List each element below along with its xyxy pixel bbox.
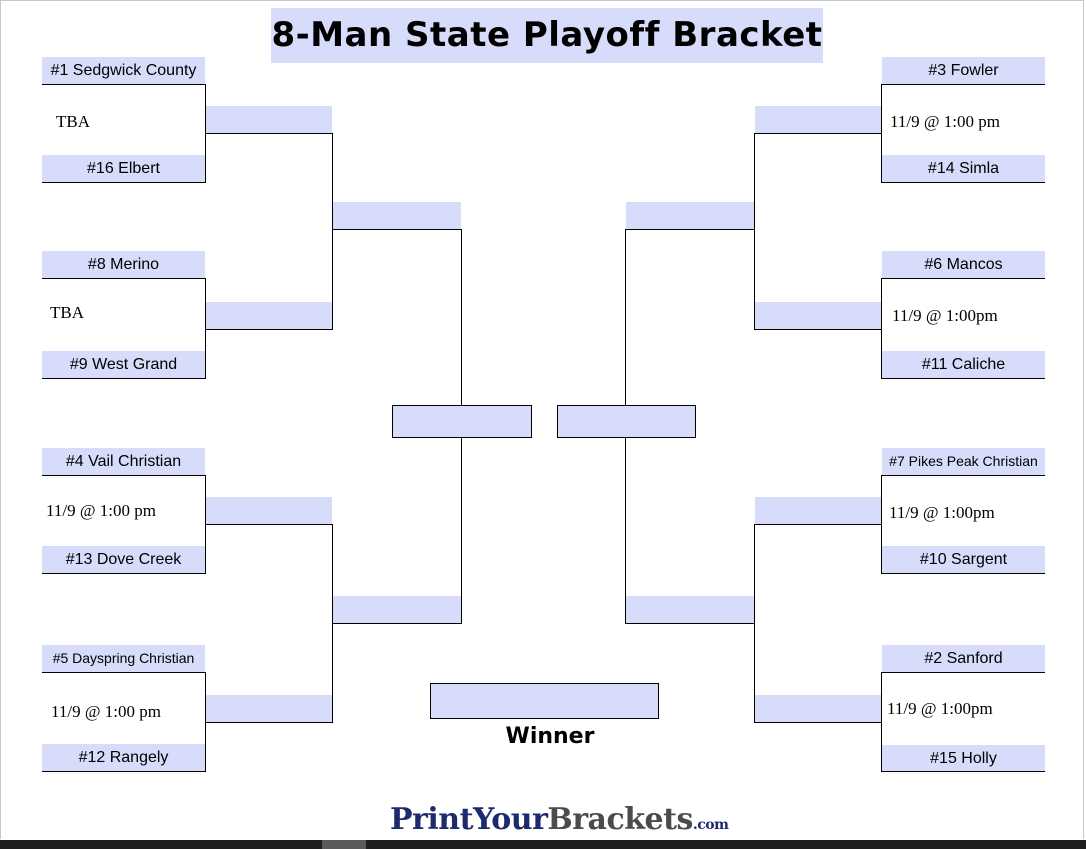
bracket-line xyxy=(206,722,333,723)
team-slot-right-4-top: #2 Sanford xyxy=(882,645,1045,672)
team-slot-right-4-bottom: #15 Holly xyxy=(882,745,1045,772)
bracket-line xyxy=(881,573,1045,574)
bracket-line xyxy=(333,623,462,624)
bracket-line xyxy=(754,133,755,330)
round3-slot-right-2 xyxy=(626,596,754,623)
game-date-left-2: TBA xyxy=(50,303,84,322)
game-date-right-4: 11/9 @ 1:00pm xyxy=(887,699,993,718)
bracket-line xyxy=(42,182,206,183)
bracket-line xyxy=(881,771,1045,772)
bracket-line xyxy=(881,378,1045,379)
bracket-line xyxy=(881,672,1045,673)
bracket-line xyxy=(205,84,206,183)
team-slot-left-1-bottom: #16 Elbert xyxy=(42,155,205,182)
bracket-line xyxy=(625,437,626,624)
bracket-line xyxy=(754,524,881,525)
bracket-line xyxy=(881,84,882,183)
bracket-line xyxy=(205,672,206,772)
team-slot-left-4-bottom: #12 Rangely xyxy=(42,744,205,771)
bottom-bar xyxy=(0,840,1086,849)
final-slot-right xyxy=(557,405,696,438)
game-date-left-4: 11/9 @ 1:00 pm xyxy=(51,702,161,721)
bracket-line xyxy=(625,229,754,230)
brand-logo-part: Print xyxy=(390,802,473,837)
page-title: 8-Man State Playoff Bracket xyxy=(271,8,823,63)
team-slot-right-3-top: #7 Pikes Peak Christian xyxy=(882,448,1045,475)
team-slot-right-2-top: #6 Mancos xyxy=(882,251,1045,278)
game-date-right-2: 11/9 @ 1:00pm xyxy=(892,306,998,325)
bracket-line xyxy=(206,329,333,330)
team-slot-right-1-top: #3 Fowler xyxy=(882,57,1045,84)
team-slot-right-2-bottom: #11 Caliche xyxy=(882,351,1045,378)
round2-slot-left-4 xyxy=(206,695,332,722)
bracket-line xyxy=(461,229,462,405)
bracket-line xyxy=(333,229,462,230)
bracket-line xyxy=(332,133,333,330)
round2-slot-right-1 xyxy=(755,106,881,133)
bracket-line xyxy=(881,672,882,772)
round2-slot-right-2 xyxy=(755,302,881,329)
bracket-line xyxy=(754,722,881,723)
team-slot-left-3-top: #4 Vail Christian xyxy=(42,448,205,475)
bracket-line xyxy=(42,672,206,673)
team-slot-left-2-bottom: #9 West Grand xyxy=(42,351,205,378)
team-slot-left-3-bottom: #13 Dove Creek xyxy=(42,546,205,573)
winner-label: Winner xyxy=(505,724,595,749)
game-date-right-1: 11/9 @ 1:00 pm xyxy=(890,112,1000,131)
bracket-line xyxy=(881,182,1045,183)
round3-slot-left-1 xyxy=(333,202,461,229)
bracket-line xyxy=(206,133,333,134)
brand-logo-part: Your xyxy=(472,802,548,837)
bracket-line xyxy=(881,475,882,574)
bracket-line xyxy=(42,475,206,476)
team-slot-right-1-bottom: #14 Simla xyxy=(882,155,1045,182)
round2-slot-left-3 xyxy=(206,497,332,524)
bracket-line xyxy=(42,573,206,574)
game-date-left-3: 11/9 @ 1:00 pm xyxy=(46,501,156,520)
game-date-right-3: 11/9 @ 1:00pm xyxy=(889,503,995,522)
bracket-line xyxy=(881,84,1045,85)
bracket-line xyxy=(754,524,755,723)
round2-slot-right-3 xyxy=(755,497,881,524)
team-slot-right-3-bottom: #10 Sargent xyxy=(882,546,1045,573)
team-slot-left-1-top: #1 Sedgwick County xyxy=(42,57,205,84)
bracket-line xyxy=(205,475,206,574)
bracket-line xyxy=(42,771,206,772)
round2-slot-left-1 xyxy=(206,106,332,133)
bracket-line xyxy=(461,437,462,624)
bracket-line xyxy=(206,524,333,525)
round3-slot-right-1 xyxy=(626,202,754,229)
bracket-line xyxy=(881,278,1045,279)
scrollbar-thumb[interactable] xyxy=(322,840,366,849)
brand-logo-part: .com xyxy=(692,817,729,833)
brand-logo-part: Brackets xyxy=(547,802,693,837)
round2-slot-right-4 xyxy=(755,695,881,722)
brand-logo: PrintYourBrackets.com xyxy=(390,800,750,840)
bracket-line xyxy=(42,278,206,279)
team-slot-left-4-top: #5 Dayspring Christian xyxy=(42,645,205,672)
final-slot-left xyxy=(392,405,532,438)
round2-slot-left-2 xyxy=(206,302,332,329)
bracket-line xyxy=(42,378,206,379)
bracket-line xyxy=(754,329,881,330)
bracket-line xyxy=(205,278,206,379)
bracket-line xyxy=(881,475,1045,476)
bracket-line xyxy=(881,278,882,379)
bracket-line xyxy=(625,623,754,624)
team-slot-left-2-top: #8 Merino xyxy=(42,251,205,278)
game-date-left-1: TBA xyxy=(56,112,90,131)
bracket-line xyxy=(42,84,206,85)
bracket-line xyxy=(754,133,881,134)
bracket-line xyxy=(332,524,333,723)
round3-slot-left-2 xyxy=(333,596,461,623)
bracket-line xyxy=(625,229,626,405)
winner-slot xyxy=(430,683,659,719)
